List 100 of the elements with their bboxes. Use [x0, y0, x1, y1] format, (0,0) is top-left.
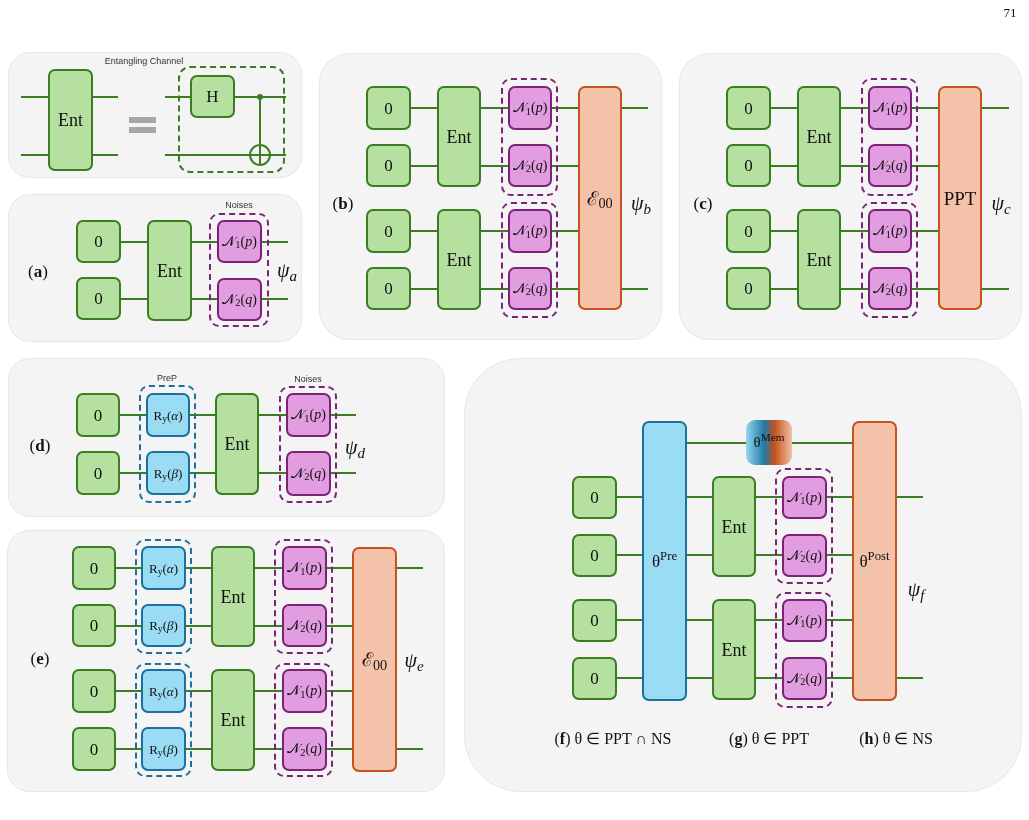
- wire: [119, 472, 147, 474]
- group-label: Noises: [294, 374, 322, 384]
- wire: [254, 625, 283, 627]
- wire: [164, 96, 191, 98]
- noise-channel-gate: 𝒩$_{2}$(q): [286, 451, 331, 496]
- wire: [686, 496, 713, 498]
- noise-channel-gate: 𝒩$_{2}$(q): [782, 657, 827, 700]
- input-state-gate: 0: [366, 267, 411, 310]
- panel: [8, 194, 302, 342]
- input-state-gate: 0: [726, 144, 771, 187]
- wire: [326, 625, 353, 627]
- dashed-group-outline: [135, 663, 192, 777]
- panel-label: (g) θ ∈ PPT: [729, 731, 809, 747]
- wire: [120, 241, 148, 243]
- input-state-gate: 0: [76, 451, 120, 495]
- wire: [480, 165, 509, 167]
- noise-channel-gate: 𝒩$_{2}$(q): [868, 267, 912, 310]
- wire: [686, 554, 713, 556]
- wire: [686, 619, 713, 621]
- dashed-group-outline: [274, 539, 333, 654]
- wire: [770, 107, 798, 109]
- wire: [92, 96, 119, 98]
- input-state-gate: 0: [726, 267, 771, 310]
- wire: [911, 107, 939, 109]
- dashed-group-outline: [775, 468, 833, 584]
- panel-label: (f) θ ∈ PPT ∩ NS: [554, 731, 672, 747]
- noise-channel-gate: 𝒩$_{1}$(p): [508, 209, 552, 253]
- input-state-gate: 0: [572, 476, 617, 519]
- input-state-gate: 0: [76, 277, 121, 320]
- noise-channel-gate: 𝒩$_{2}$(q): [282, 727, 327, 771]
- entangling-gate: Ent: [437, 209, 481, 310]
- wire: [826, 677, 853, 679]
- wire: [616, 496, 643, 498]
- wire: [270, 154, 287, 156]
- noise-channel-gate: 𝒩$_{2}$(q): [217, 278, 262, 321]
- dashed-group-outline: [861, 202, 918, 318]
- wire: [258, 414, 287, 416]
- input-state-gate: 0: [72, 604, 116, 647]
- wire: [791, 442, 853, 444]
- noise-channel-gate: 𝒩$_{1}$(p): [286, 393, 331, 437]
- wire: [616, 554, 643, 556]
- wire: [410, 288, 438, 290]
- wire: [330, 414, 357, 416]
- wire: [616, 677, 643, 679]
- wire: [755, 554, 783, 556]
- wire: [191, 298, 218, 300]
- wire: [20, 154, 49, 156]
- output-state-label: ψ$_{d}$: [345, 437, 365, 457]
- panel-label: (c): [693, 194, 713, 212]
- noise-channel-gate: 𝒩$_{1}$(p): [282, 669, 327, 713]
- wire: [326, 748, 353, 750]
- entangling-gate: Ent: [211, 669, 255, 771]
- entangling-gate: Ent: [712, 476, 756, 577]
- channel-block: ℰ$_{00}$: [578, 86, 622, 310]
- wire: [551, 107, 579, 109]
- wire: [621, 107, 649, 109]
- output-state-label: ψ$_{a}$: [277, 260, 297, 280]
- wire: [330, 472, 357, 474]
- wire: [396, 567, 424, 569]
- rotation-gate: R$_{y}$(α): [141, 669, 186, 713]
- entangling-gate: Ent: [437, 86, 481, 187]
- wire: [840, 107, 869, 109]
- rotation-gate: R$_{y}$(α): [146, 393, 190, 437]
- panel: [319, 53, 662, 340]
- input-state-gate: 0: [726, 86, 771, 130]
- wire: [185, 567, 212, 569]
- panel-label: (b): [332, 194, 354, 212]
- wire: [189, 472, 216, 474]
- wire: [185, 690, 212, 692]
- dashed-group-outline: [274, 663, 333, 777]
- entangling-gate: Ent: [712, 599, 756, 700]
- noise-channel-gate: 𝒩$_{1}$(p): [508, 86, 552, 130]
- input-state-gate: 0: [72, 546, 116, 590]
- noise-channel-gate: 𝒩$_{2}$(q): [782, 534, 827, 577]
- wire: [115, 625, 142, 627]
- entangling-gate: Ent: [211, 546, 255, 647]
- wire: [92, 154, 119, 156]
- wire: [480, 107, 509, 109]
- wire: [410, 107, 438, 109]
- wire: [480, 288, 509, 290]
- noise-channel-gate: 𝒩$_{1}$(p): [782, 599, 827, 642]
- wire: [551, 288, 579, 290]
- wire: [686, 442, 747, 444]
- noise-channel-gate: 𝒩$_{2}$(q): [868, 144, 912, 187]
- wire: [621, 288, 649, 290]
- wire: [254, 748, 283, 750]
- wire: [189, 414, 216, 416]
- noise-channel-gate: 𝒩$_{2}$(q): [508, 267, 552, 310]
- wire: [120, 298, 148, 300]
- input-state-gate: 0: [726, 209, 771, 253]
- noise-channel-gate: 𝒩$_{1}$(p): [868, 209, 912, 253]
- wire: [261, 241, 289, 243]
- channel-block: PPT: [938, 86, 982, 310]
- wire: [896, 677, 924, 679]
- dashed-group-outline: [135, 539, 192, 654]
- group-label: PreP: [157, 373, 177, 383]
- wire: [185, 625, 212, 627]
- wire: [840, 288, 869, 290]
- entangling-gate: Ent: [797, 209, 841, 310]
- wire: [234, 96, 258, 98]
